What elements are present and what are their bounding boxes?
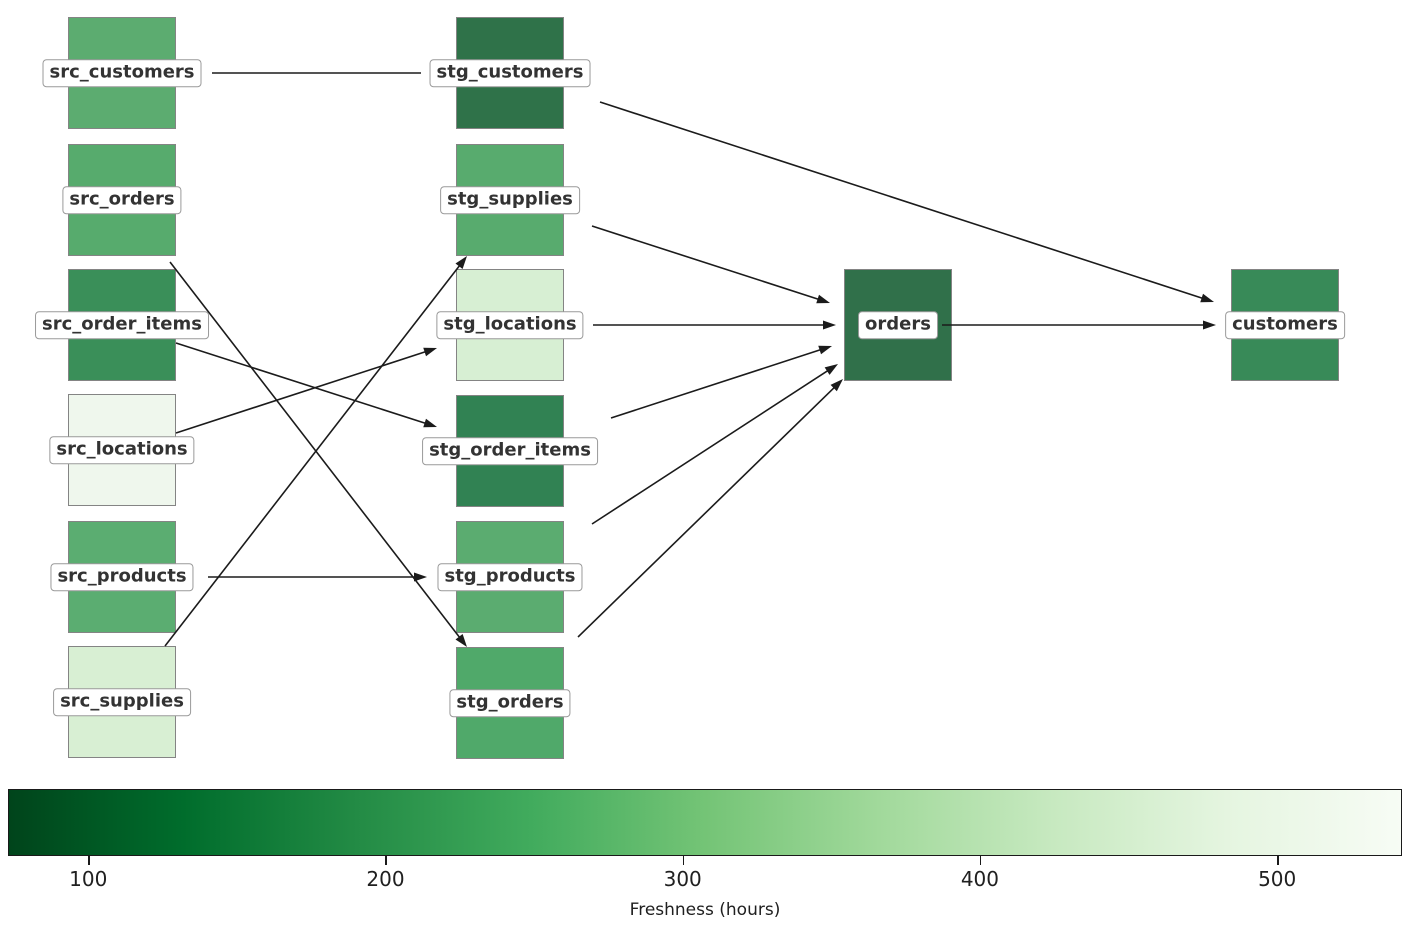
node-label-src_locations: src_locations [49,436,195,464]
arrowhead-stg_products-to-orders [824,364,838,375]
node-label-src_orders: src_orders [62,186,182,214]
arrowhead-orders-to-customers [1203,320,1216,330]
node-label-stg_customers: stg_customers [429,59,591,87]
arrowhead-stg_locations-to-orders [823,320,836,330]
edge-stg_customers-to-customers [599,101,1206,300]
colorbar-tick-100 [88,856,90,865]
colorbar-tick-400 [979,856,982,865]
arrowhead-stg_orders-to-orders [830,379,843,392]
edge-stg_orders-to-orders [577,384,838,638]
colorbar-tick-label-500: 500 [1258,867,1297,891]
arrowhead-src_order_items-to-stg_order_items [423,418,437,428]
colorbar-tick-label-100: 100 [69,867,108,891]
colorbar [8,789,1402,856]
node-label-orders: orders [858,311,938,339]
node-label-stg_supplies: stg_supplies [440,186,580,214]
node-label-stg_locations: stg_locations [436,311,584,339]
edge-src_supplies-to-stg_supplies [164,262,463,647]
colorbar-tick-label-300: 300 [663,867,702,891]
colorbar-tick-500 [1277,856,1279,865]
arrowhead-src_orders-to-stg_orders [455,633,467,647]
node-label-src_customers: src_customers [42,59,202,87]
edge-src_locations-to-stg_locations [175,350,429,434]
node-label-stg_order_items: stg_order_items [422,437,598,465]
node-label-customers: customers [1225,311,1345,339]
colorbar-tick-label-400: 400 [960,867,1000,891]
arrowhead-src_locations-to-stg_locations [423,347,437,357]
node-label-src_order_items: src_order_items [35,311,209,339]
arrowhead-src_products-to-stg_products [414,572,427,582]
edge-src_order_items-to-stg_order_items [175,342,429,426]
arrowhead-stg_order_items-to-orders [818,345,832,355]
node-label-stg_orders: stg_orders [449,689,571,717]
arrowhead-src_supplies-to-stg_supplies [455,256,467,270]
node-label-stg_products: stg_products [437,563,583,591]
colorbar-tick-200 [385,856,387,865]
node-label-src_products: src_products [50,563,194,591]
colorbar-axis-label: Freshness (hours) [629,900,781,920]
edge-stg_supplies-to-orders [591,225,822,301]
edge-stg_order_items-to-orders [610,348,824,419]
colorbar-tick-label-200: 200 [366,867,405,891]
edge-stg_products-to-orders [591,368,831,525]
arrowhead-stg_supplies-to-orders [816,294,830,304]
arrowhead-stg_customers-to-customers [1200,293,1214,303]
node-label-src_supplies: src_supplies [53,688,191,716]
colorbar-tick-300 [682,856,685,865]
